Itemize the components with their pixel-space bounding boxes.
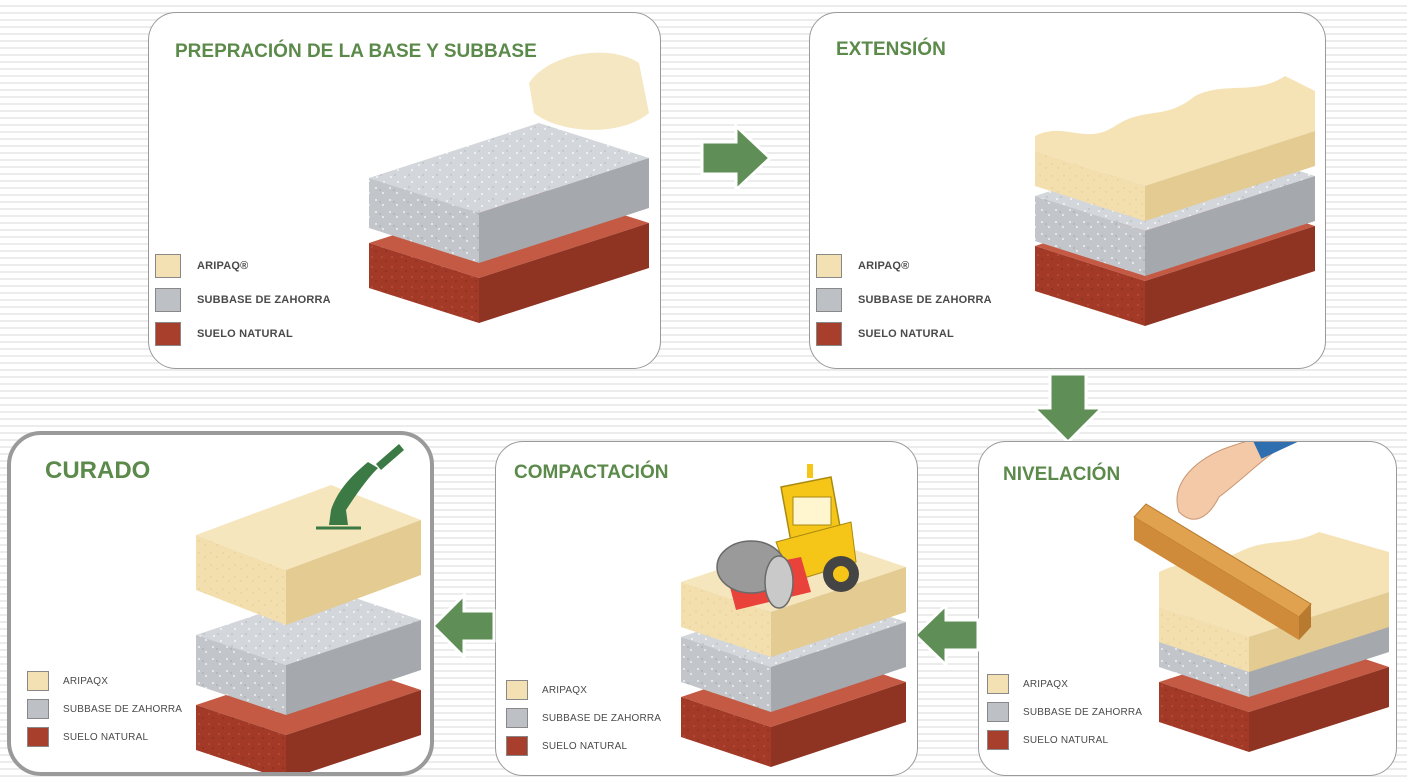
legend-label: SUELO NATURAL: [542, 740, 628, 752]
arrow-left-icon: [912, 602, 980, 668]
panel-title: EXTENSIÓN: [836, 39, 946, 60]
legend-label: SUELO NATURAL: [63, 731, 149, 743]
legend-item-suelo: SUELO NATURAL: [27, 723, 182, 751]
legend-label: SUBBASE DE ZAHORRA: [197, 294, 331, 306]
legend: ARIPAQX SUBBASE DE ZAHORRA SUELO NATURAL: [987, 670, 1142, 754]
swatch-subbase: [155, 288, 181, 312]
swatch-suelo: [816, 322, 842, 346]
legend-item-subbase: SUBBASE DE ZAHORRA: [27, 695, 182, 723]
swatch-suelo: [506, 736, 528, 756]
legend-item-subbase: SUBBASE DE ZAHORRA: [155, 283, 331, 317]
legend-item-aripaq: ARIPAQX: [506, 676, 661, 704]
swatch-aripaq: [506, 680, 528, 700]
legend-item-subbase: SUBBASE DE ZAHORRA: [506, 704, 661, 732]
layer-stack-illustration: [1133, 442, 1389, 752]
swatch-suelo: [27, 727, 49, 747]
legend-label: ARIPAQX: [542, 684, 588, 696]
layer-stack-illustration: [369, 52, 649, 323]
panel-title: COMPACTACIÓN: [514, 462, 669, 483]
legend-label: SUELO NATURAL: [858, 328, 954, 340]
legend-label: SUBBASE DE ZAHORRA: [858, 294, 992, 306]
swatch-subbase: [987, 702, 1009, 722]
step-panel-nivelacion: NIVELACIÓN ARIPAQX SUBBASE DE ZAHORRA SU…: [978, 441, 1397, 776]
legend-item-aripaq: ARIPAQ®: [816, 249, 992, 283]
layer-stack-illustration: [681, 464, 906, 767]
legend-label: ARIPAQX: [1023, 678, 1069, 690]
swatch-suelo: [987, 730, 1009, 750]
legend-label: SUELO NATURAL: [1023, 734, 1109, 746]
legend-item-suelo: SUELO NATURAL: [506, 732, 661, 760]
legend-item-aripaq: ARIPAQX: [27, 667, 182, 695]
legend-label: SUELO NATURAL: [197, 328, 293, 340]
legend-item-suelo: SUELO NATURAL: [816, 317, 992, 351]
legend: ARIPAQ® SUBBASE DE ZAHORRA SUELO NATURAL: [816, 249, 992, 351]
legend-item-subbase: SUBBASE DE ZAHORRA: [816, 283, 992, 317]
step-panel-preparacion: PREPRACIÓN DE LA BASE Y SUBBASE ARIPAQ® …: [148, 12, 661, 369]
panel-title: NIVELACIÓN: [1003, 464, 1121, 485]
swatch-aripaq: [987, 674, 1009, 694]
legend-label: SUBBASE DE ZAHORRA: [542, 712, 662, 724]
arrow-left-icon: [430, 592, 496, 660]
legend-item-suelo: SUELO NATURAL: [155, 317, 331, 351]
swatch-subbase: [506, 708, 528, 728]
legend-item-aripaq: ARIPAQ®: [155, 249, 331, 283]
legend-label: SUBBASE DE ZAHORRA: [63, 703, 183, 715]
legend: ARIPAQ® SUBBASE DE ZAHORRA SUELO NATURAL: [155, 249, 331, 351]
arrow-right-icon: [700, 122, 773, 194]
panel-title: PREPRACIÓN DE LA BASE Y SUBBASE: [175, 41, 537, 62]
legend-label: ARIPAQ®: [197, 260, 249, 272]
swatch-aripaq: [155, 254, 181, 278]
step-panel-compactacion: COMPACTACIÓN ARIPAQX SUBBASE DE ZAHORRA: [495, 441, 918, 776]
swatch-aripaq: [816, 254, 842, 278]
legend-label: SUBBASE DE ZAHORRA: [1023, 706, 1143, 718]
arrow-down-icon: [1030, 372, 1106, 445]
legend: ARIPAQX SUBBASE DE ZAHORRA SUELO NATURAL: [27, 667, 182, 751]
swatch-suelo: [155, 322, 181, 346]
step-panel-extension: EXTENSIÓN ARIPAQ® SUBBASE DE ZAHORRA SUE…: [809, 12, 1326, 369]
swatch-subbase: [816, 288, 842, 312]
legend-item-suelo: SUELO NATURAL: [987, 726, 1142, 754]
swatch-subbase: [27, 699, 49, 719]
legend: ARIPAQX SUBBASE DE ZAHORRA SUELO NATURAL: [506, 676, 661, 760]
layer-stack-illustration: [1035, 76, 1315, 326]
swatch-aripaq: [27, 671, 49, 691]
legend-item-subbase: SUBBASE DE ZAHORRA: [987, 698, 1142, 726]
panel-title: CURADO: [45, 457, 151, 484]
legend-label: ARIPAQX: [63, 675, 109, 687]
legend-item-aripaq: ARIPAQX: [987, 670, 1142, 698]
water-hose-icon: [316, 444, 404, 530]
legend-label: ARIPAQ®: [858, 260, 910, 272]
layer-stack-illustration: [196, 444, 421, 772]
step-panel-curado: CURADO ARIPAQX SUBBASE DE ZAHORRA: [7, 431, 434, 776]
